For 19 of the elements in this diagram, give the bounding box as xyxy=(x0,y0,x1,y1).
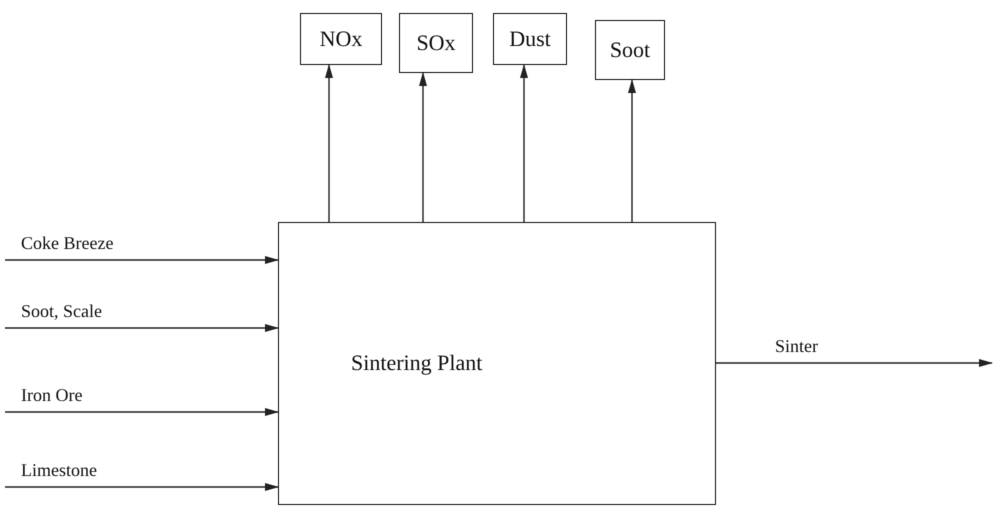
plant-box xyxy=(278,222,716,505)
node-label: Dust xyxy=(509,26,551,52)
arrow xyxy=(5,324,279,332)
node-label: SOx xyxy=(416,30,456,56)
node-label: Sintering Plant xyxy=(351,350,482,376)
emission-box xyxy=(399,13,473,73)
arrow xyxy=(5,483,279,491)
arrow xyxy=(419,72,427,222)
emission-box xyxy=(300,13,382,65)
emission-box xyxy=(493,13,567,65)
arrow xyxy=(628,79,636,222)
arrow xyxy=(325,64,333,222)
emission-box xyxy=(595,20,665,80)
arrow xyxy=(716,359,993,367)
arrow xyxy=(5,408,279,416)
arrow xyxy=(520,64,528,222)
node-label: Soot xyxy=(610,37,650,63)
node-label: NOx xyxy=(320,26,362,52)
arrow xyxy=(5,256,279,264)
